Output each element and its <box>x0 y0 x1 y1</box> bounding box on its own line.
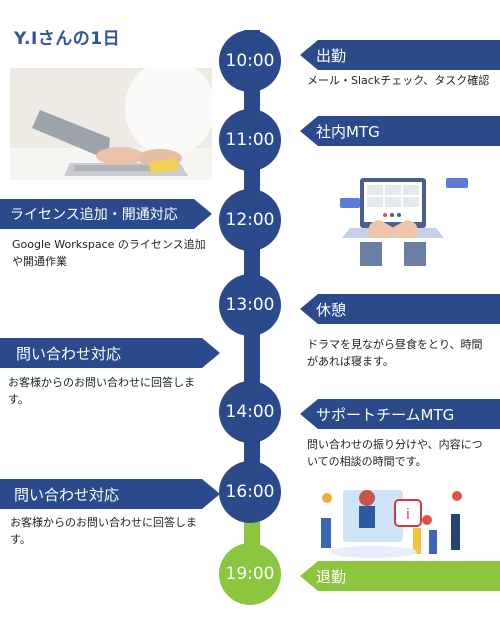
time-node-1600: 16:00 <box>219 461 281 523</box>
event-banner-inquiry-2: 問い合わせ対応 <box>0 479 220 509</box>
time-node-1100: 11:00 <box>219 109 281 171</box>
event-banner-leave: 退勤 <box>300 561 500 591</box>
event-desc-break: ドラマを見ながら昼食をとり、時間があれば寝ます。 <box>307 338 483 368</box>
event-banner-arrival: 出勤 <box>300 40 500 70</box>
event-desc-inquiry-2: お客様からのお問い合わせに回答します。 <box>10 516 197 546</box>
time-node-1900: 19:00 <box>219 543 281 605</box>
event-desc-arrival: メール・Slackチェック、タスク確認 <box>307 74 490 87</box>
event-desc-license: Google Workspace のライセンス追加や開通作業 <box>12 238 206 268</box>
event-banner-break: 休憩 <box>300 294 500 324</box>
time-node-1200: 12:00 <box>219 189 281 251</box>
time-node-1000: 10:00 <box>219 30 281 92</box>
time-node-1400: 14:00 <box>219 381 281 443</box>
svg-text:i: i <box>406 507 410 523</box>
page-title: Y.Iさんの1日 <box>14 29 121 49</box>
event-banner-inquiry-1: 問い合わせ対応 <box>0 338 220 368</box>
event-desc-inquiry-1: お客様からのお問い合わせに回答します。 <box>8 376 195 406</box>
laptop-typing-image <box>10 68 212 180</box>
video-meeting-illustration <box>340 178 468 266</box>
support-illustration: i <box>321 490 462 558</box>
event-desc-support-mtg: 問い合わせの振り分けや、内容についての相談の時間です。 <box>307 438 483 468</box>
event-banner-internal-mtg: 社内MTG <box>300 116 500 146</box>
event-banner-license: ライセンス追加・開通対応 <box>0 199 212 229</box>
event-banner-support-mtg: サポートチームMTG <box>300 399 500 429</box>
time-node-1300: 13:00 <box>219 274 281 336</box>
